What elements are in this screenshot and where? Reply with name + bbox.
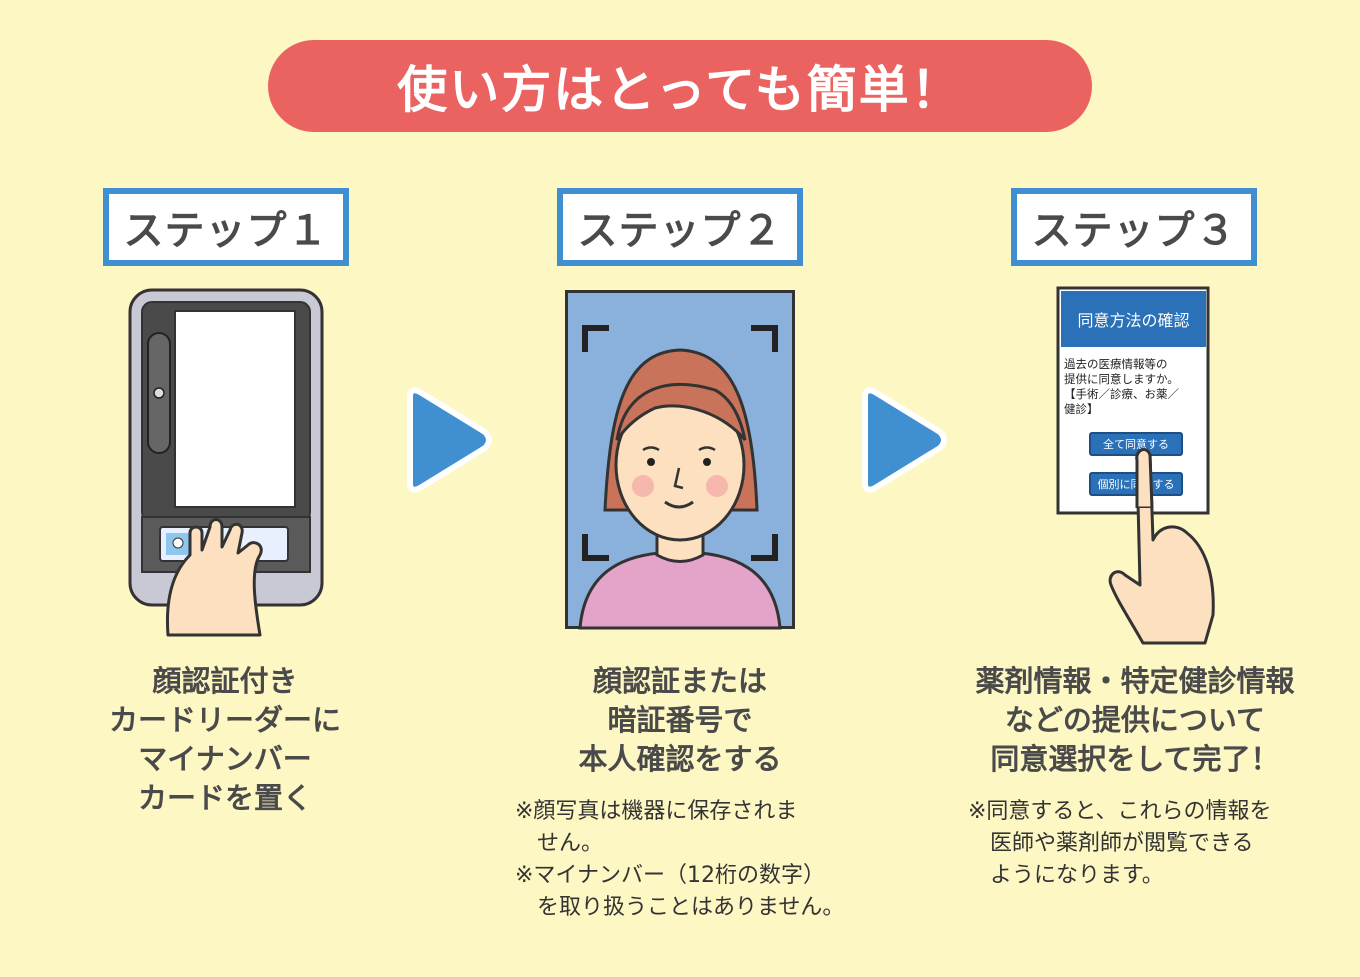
step-3-notes: ※同意すると、これらの情報を 医師や薬剤師が閲覧できる ようになります。 [968,796,1328,892]
page-title: 使い方はとっても簡単！ [268,40,1092,132]
finger-icon [1135,448,1154,508]
next-arrow-icon [862,387,947,493]
step-3-label: ステップ３ [1011,188,1257,266]
step-3-caption: 薬剤情報・特定健診情報 などの提供について 同意選択をして完了！ [975,664,1295,776]
next-arrow-icon [407,387,492,493]
step-2-note-photo: ※顔写真は機器に保存されま せん。 [515,799,798,856]
step-2-note-number: ※マイナンバー（12桁の数字） を取り扱うことはありません。 [515,863,845,920]
step-1-caption: 顔認証付き カードリーダーに マイナンバー カードを置く [108,664,341,815]
card-reader-icon [128,288,324,637]
step-1-label: ステップ１ [103,188,349,266]
consent-question: 過去の医療情報等の 提供に同意しますか。 【手術／診療、お薬／ 健診】 [1064,357,1179,416]
step-3-note-consent: ※同意すると、これらの情報を 医師や薬剤師が閲覧できる ようになります。 [968,799,1272,888]
face-camera-icon [565,290,795,630]
step-2-label: ステップ２ [557,188,803,266]
step-2-caption: 顔認証または 暗証番号で 本人確認をする [578,664,782,776]
consent-all-button: 全て同意する [1089,432,1183,456]
consent-title: 同意方法の確認 [1077,311,1190,330]
step-2-notes: ※顔写真は機器に保存されま せん。 ※マイナンバー（12桁の数字） を取り扱うこ… [515,796,865,924]
